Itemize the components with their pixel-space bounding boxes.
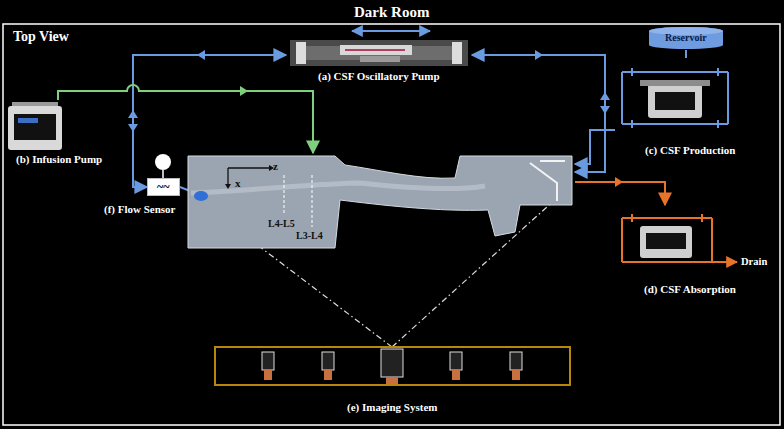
illustration-part [18,118,38,123]
illustration-part [228,167,269,168]
pump-unit: (d) CSF Absorption [615,205,765,297]
illustration-part [452,42,462,64]
illustration-part [290,40,468,66]
illustration-part [215,347,570,385]
flow-connector [472,55,605,172]
illustration-part [296,42,306,64]
axis-label: z [273,160,278,173]
illustration-part [452,370,460,380]
reservoir-tank: Reservoir [648,26,724,50]
illustration-part [640,226,692,258]
illustration-part [8,106,62,150]
room-frame [3,24,780,425]
illustration-part [345,49,405,51]
illustration-part [530,161,565,201]
spine-phantom-shape [185,153,575,250]
illustration-part [622,68,728,128]
spine-phantom: L4-L5L3-L4 [185,153,575,250]
pump-unit: (c) CSF Production [615,58,765,158]
pump-unit: (a) CSF Oscillatory Pump [286,36,472,84]
component-caption: (f) Flow Sensor [104,203,176,216]
flow-connector [575,182,665,205]
illustration-part [386,377,398,384]
component-caption: (d) CSF Absorption [644,283,736,296]
illustration-part [225,184,231,189]
oscillation-arrow [352,30,430,32]
illustration-part [188,156,572,248]
illustration-part [322,352,334,370]
flow-connector [685,50,687,58]
illustration-part [622,214,712,262]
illustration-part [646,233,686,249]
infusion-pump [8,102,62,150]
vertebra-label: L4-L5 [268,218,295,230]
illustration-part [264,370,520,384]
sensor-unit: (f) Flow Sensor [96,201,184,217]
oscillatory-pump [290,40,468,66]
imaging-unit: (e) Imaging System [210,343,574,415]
flow-connector [58,85,313,153]
drain-arrow [712,261,737,263]
illustration-part [324,370,332,380]
reservoir-label: Reservoir [665,32,707,44]
illustration-part [227,168,228,184]
drain-label: Drain [741,255,767,268]
flow-meter-wire [162,170,164,178]
illustration-part [14,114,56,140]
illustration-part [262,349,522,377]
diagram-title: Dark Room [354,3,429,21]
illustration-part [649,27,723,49]
flow-connector [575,130,615,164]
flow-meter [155,154,171,170]
illustration-part [450,352,462,370]
illustration-part [284,175,285,215]
view-label: Top View [13,28,69,45]
illustration-part [512,370,520,380]
signal-symbol: ~~ [157,180,169,194]
component-caption: (a) CSF Oscillatory Pump [318,70,440,83]
component-caption: (b) Infusion Pump [16,153,102,166]
component-caption: (c) CSF Production [645,144,735,157]
illustration-part [194,191,208,201]
illustration-part [360,56,400,62]
illustration-part [312,175,313,227]
illustration-part [510,352,522,370]
illustration-part [648,84,702,118]
signal-box: ~~ [147,178,180,196]
illustration-part [381,349,403,377]
pump-unit: (b) Infusion Pump [4,100,114,167]
absorption-pump [622,214,737,262]
component-caption: (e) Imaging System [347,401,437,414]
vertebra-label: L3-L4 [296,230,323,242]
illustration-part [340,45,412,55]
illustration-part [655,92,695,110]
illustration-part [392,197,558,347]
illustration-part [640,80,710,86]
illustration-part [262,352,274,370]
axis-label: x [235,177,241,190]
production-pump [622,68,728,128]
illustration-part [264,370,272,380]
